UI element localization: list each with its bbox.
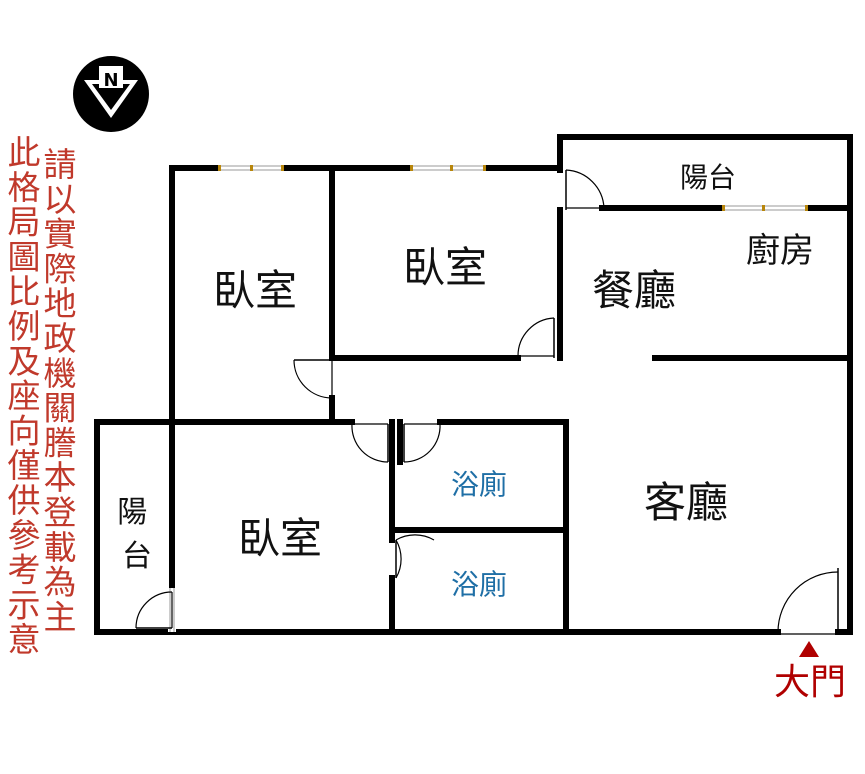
door-bath-2 [395, 534, 435, 579]
note-glyph: 示 [8, 585, 41, 624]
room-label-dining: 餐廳 [592, 266, 676, 315]
room-label-bath-1: 浴廁 [451, 468, 507, 501]
note-glyph: 局 [8, 203, 41, 242]
note-left-column: 此格局圖比例及座向僅供參考示意 [8, 133, 41, 659]
note-glyph: 圖 [8, 237, 41, 276]
entrance-label: 大門 [774, 662, 846, 703]
note-glyph: 意 [8, 620, 41, 659]
room-label-bedroom-n: 臥室 [403, 243, 487, 292]
door-bedroom-nw [293, 359, 333, 399]
note-glyph: 機 [44, 354, 77, 393]
room-label-bedroom-sw: 臥室 [238, 514, 322, 563]
doors [135, 169, 839, 635]
note-glyph: 本 [44, 458, 77, 497]
note-glyph: 比 [8, 272, 41, 311]
note-glyph: 政 [44, 319, 77, 358]
room-label-balcony-w: 陽 台 [117, 495, 157, 574]
note-glyph: 向 [8, 411, 41, 450]
north-arrow-icon: N [73, 56, 149, 132]
door-bedroom-sw [351, 423, 389, 463]
note-glyph: 為 [44, 563, 77, 602]
note-glyph: 地 [44, 284, 77, 323]
room-label-bedroom-nw: 臥室 [213, 266, 297, 315]
note-glyph: 主 [44, 597, 77, 636]
note-glyph: 參 [8, 516, 41, 555]
note-glyph: 登 [44, 493, 77, 532]
door-balcony-ne [565, 169, 605, 210]
door-balcony-w [135, 591, 173, 629]
note-glyph: 僅 [8, 446, 41, 485]
room-label-kitchen: 廚房 [746, 231, 814, 271]
note-glyph: 格 [8, 168, 41, 207]
door-main-entrance [777, 568, 839, 635]
room-label-living: 客廳 [644, 478, 728, 527]
note-glyph: 例 [8, 307, 41, 346]
note-glyph: 載 [44, 528, 77, 567]
note-glyph: 及 [8, 342, 41, 381]
door-bath-1 [403, 423, 441, 463]
note-glyph: 座 [8, 377, 41, 416]
note-glyph: 考 [8, 551, 41, 590]
room-label-bath-2: 浴廁 [451, 568, 507, 601]
note-right-column: 請以實際地政機關謄本登載為主 [44, 145, 77, 636]
note-glyph: 際 [44, 249, 77, 288]
door-bedroom-n [517, 317, 555, 358]
note-glyph: 關 [44, 389, 77, 428]
compass-letter: N [103, 70, 118, 91]
note-glyph: 請 [44, 145, 77, 184]
note-glyph: 謄 [44, 423, 77, 462]
note-glyph: 實 [44, 215, 77, 254]
note-glyph: 供 [8, 481, 41, 520]
note-glyph: 此 [8, 133, 41, 172]
note-glyph: 以 [44, 180, 77, 219]
entrance-arrow-icon [799, 641, 819, 657]
room-label-balcony-ne: 陽台 [680, 161, 736, 194]
